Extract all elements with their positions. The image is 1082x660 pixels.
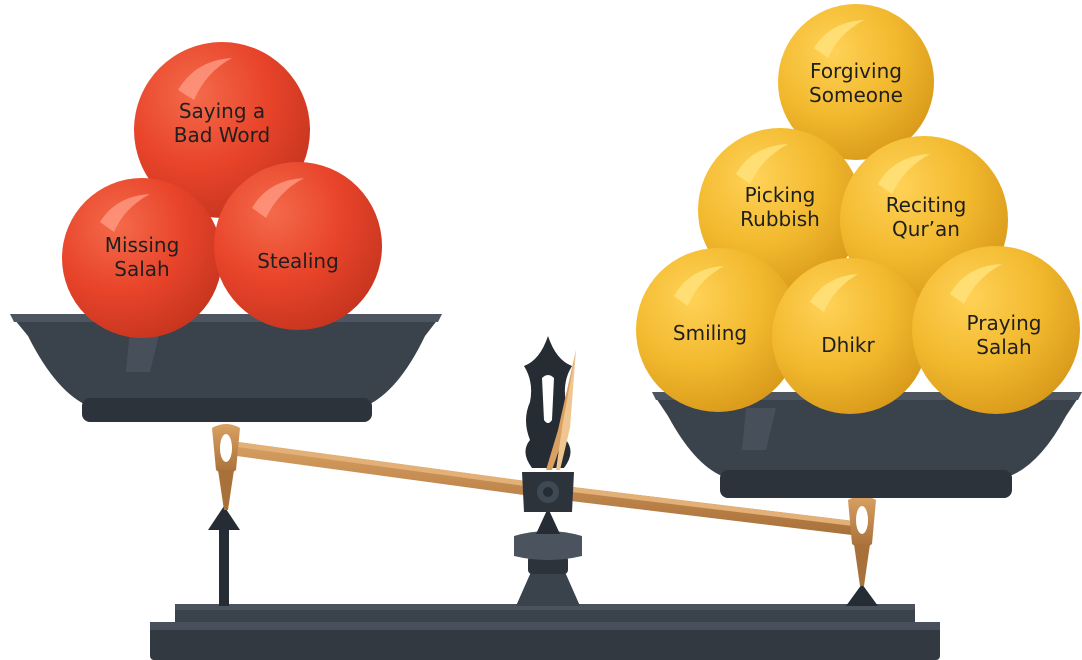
right-post [846,584,878,606]
ball-text-line: Dhikr [821,333,875,357]
ball-text-line: Bad Word [174,123,270,147]
ball-text-line: Forgiving [810,59,902,83]
ball-text-line: Someone [809,83,903,107]
ball-text-line: Praying [967,311,1042,335]
ball-text-line: Salah [114,257,169,281]
ball-text-line: Salah [976,335,1031,359]
ball-text-line: Missing [105,233,180,257]
scale-base [150,604,940,660]
scale-pointer [522,336,576,512]
right-ball-label: Smiling [673,321,747,345]
right-ball-label: Dhikr [821,333,875,357]
left-ball-label: Stealing [257,249,339,273]
left-post [208,506,240,606]
left-ball-stealing: Stealing [214,162,382,330]
right-ball-dhikr: Dhikr [772,258,928,414]
left-pan [10,314,442,422]
ball-text-line: Picking [745,183,816,207]
center-column [514,508,582,606]
ball-text-line: Reciting [886,193,967,217]
ball-text-line: Qur’an [892,217,960,241]
ball-text-line: Stealing [257,249,339,273]
ball-text-line: Smiling [673,321,747,345]
ball-text-line: Saying a [179,99,265,123]
ball-text-line: Rubbish [740,207,820,231]
